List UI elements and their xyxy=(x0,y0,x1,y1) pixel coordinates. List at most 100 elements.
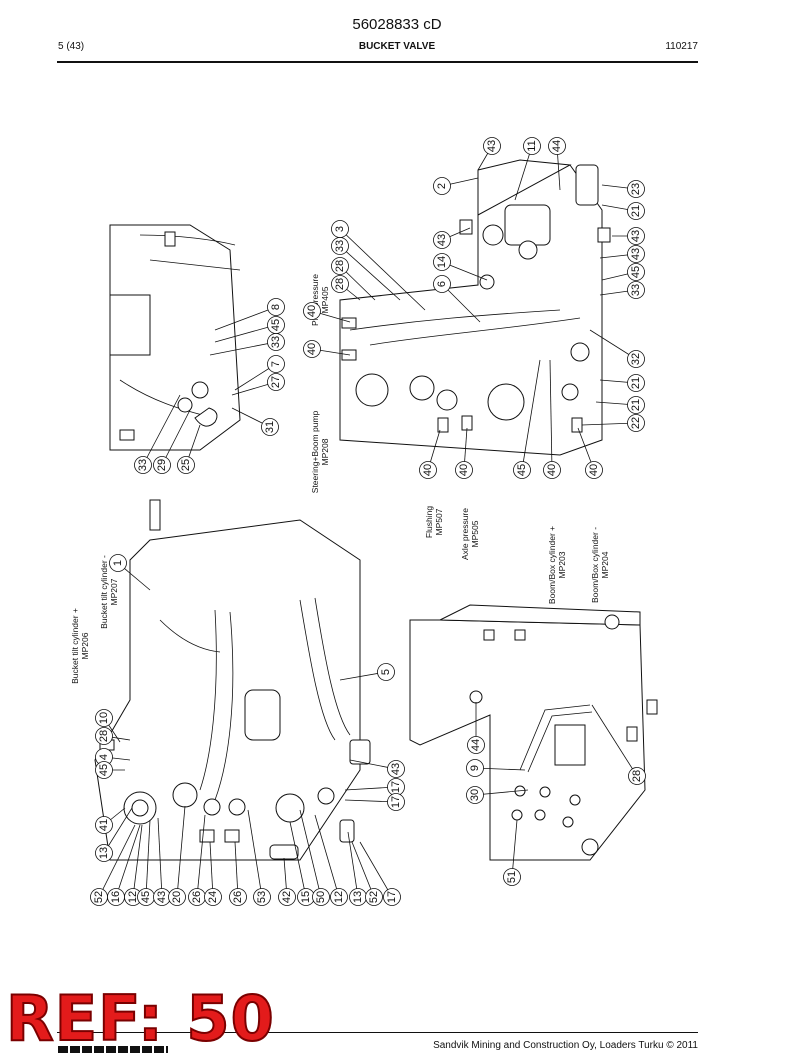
callout-main-view: 43 xyxy=(387,760,405,778)
main-valve-drawing xyxy=(94,499,371,861)
callout-left-view: 27 xyxy=(267,373,285,391)
callout-number: 10 xyxy=(98,712,110,724)
date-code: 110217 xyxy=(665,41,698,52)
callout-number: 6 xyxy=(436,281,448,287)
callout-main-view: 26 xyxy=(229,888,247,906)
callout-number: 43 xyxy=(390,763,402,775)
callout-right-view: 40 xyxy=(585,461,603,479)
callout-number: 25 xyxy=(180,459,192,471)
callout-main-view: 26 xyxy=(188,888,206,906)
leader-line xyxy=(339,228,426,311)
callout-left-view: 33 xyxy=(267,333,285,351)
callout-right-view: 33 xyxy=(627,281,645,299)
callout-left-view: 8 xyxy=(267,298,285,316)
left-assembly-drawing xyxy=(109,224,241,451)
callout-main-view: 17 xyxy=(387,793,405,811)
callout-number: 28 xyxy=(334,260,346,272)
callout-main-view: 28 xyxy=(95,727,113,745)
leader-line xyxy=(157,817,163,898)
callout-right-view: 40 xyxy=(303,302,321,320)
measurement-point-label: Pilot pressureMP405 xyxy=(310,274,330,326)
callout-number: 42 xyxy=(281,891,293,903)
leader-line xyxy=(314,814,340,898)
document-number: 56028833 cD xyxy=(352,16,442,33)
callout-right-view: 23 xyxy=(627,180,645,198)
callout-number: 21 xyxy=(630,399,642,411)
measurement-point-label: Steering+Boom pumpMP208 xyxy=(310,411,330,494)
leader-line xyxy=(589,329,637,360)
callout-main-view: 24 xyxy=(204,888,222,906)
callout-number: 33 xyxy=(137,459,149,471)
callout-main-view: 12 xyxy=(124,888,142,906)
callout-number: 24 xyxy=(207,891,219,903)
leader-line xyxy=(214,324,277,343)
callout-right-view: 33 xyxy=(331,237,349,255)
leader-line xyxy=(289,821,307,898)
callout-number: 52 xyxy=(93,891,105,903)
callout-number: 33 xyxy=(334,240,346,252)
leader-line xyxy=(511,819,518,878)
callout-number: 40 xyxy=(546,464,558,476)
callout-number: 43 xyxy=(436,234,448,246)
callout-left-view: 29 xyxy=(153,456,171,474)
measurement-point-label: Axle pressureMP505 xyxy=(460,508,480,560)
callout-number: 40 xyxy=(422,464,434,476)
callout-right-view: 22 xyxy=(627,414,645,432)
callout-right-view: 45 xyxy=(627,263,645,281)
callout-main-view: 50 xyxy=(312,888,330,906)
footer-divider xyxy=(57,1032,698,1033)
measurement-point-label: FlushingMP507 xyxy=(424,506,444,538)
leader-line xyxy=(581,422,637,426)
measurement-point-label: Bucket tilt cylinder +MP206 xyxy=(70,608,90,684)
callout-number: 22 xyxy=(630,417,642,429)
leader-line xyxy=(359,841,393,898)
callout-number: 45 xyxy=(98,764,110,776)
callout-number: 53 xyxy=(256,891,268,903)
callout-number: 30 xyxy=(469,789,481,801)
callout-main-view: 15 xyxy=(297,888,315,906)
leader-line xyxy=(209,841,214,898)
callout-number: 8 xyxy=(270,304,282,310)
callout-main-view: 45 xyxy=(95,761,113,779)
callout-number: 26 xyxy=(191,891,203,903)
leader-line xyxy=(339,245,401,301)
callout-right-view: 40 xyxy=(303,340,321,358)
callout-right-view: 3 xyxy=(331,220,349,238)
callout-number: 44 xyxy=(470,739,482,751)
callout-number: 40 xyxy=(588,464,600,476)
callout-number: 26 xyxy=(232,891,244,903)
copyright-notice: Sandvik Mining and Construction Oy, Load… xyxy=(433,1040,698,1051)
callout-right-view: 28 xyxy=(331,275,349,293)
callout-right-view: 28 xyxy=(331,257,349,275)
callout-main-view: 52 xyxy=(365,888,383,906)
callout-number: 45 xyxy=(270,319,282,331)
leader-line xyxy=(214,306,277,331)
ref-stamp: REF: 50 xyxy=(5,981,275,1055)
callout-number: 40 xyxy=(306,343,318,355)
callout-main-view: 12 xyxy=(330,888,348,906)
leader-line xyxy=(521,359,541,471)
callout-number: 21 xyxy=(630,205,642,217)
callout-number: 14 xyxy=(436,256,448,268)
callout-main-view: 10 xyxy=(95,709,113,727)
leader-line xyxy=(142,394,181,466)
callout-number: 12 xyxy=(127,891,139,903)
callout-right-view: 40 xyxy=(419,461,437,479)
callout-number: 17 xyxy=(390,796,402,808)
section-title: BUCKET VALVE xyxy=(358,41,436,52)
leader-line xyxy=(176,805,186,898)
header-divider xyxy=(57,61,698,63)
callout-number: 27 xyxy=(270,376,282,388)
callout-number: 1 xyxy=(112,560,124,566)
callout-main-view: 16 xyxy=(107,888,125,906)
callout-number: 17 xyxy=(386,891,398,903)
callout-number: 45 xyxy=(140,891,152,903)
callout-number: 45 xyxy=(630,266,642,278)
callout-main-view: 17 xyxy=(387,778,405,796)
leader-line xyxy=(441,283,481,323)
callout-main-view: 20 xyxy=(168,888,186,906)
callout-right-view: 32 xyxy=(627,350,645,368)
callout-main-view: 42 xyxy=(278,888,296,906)
